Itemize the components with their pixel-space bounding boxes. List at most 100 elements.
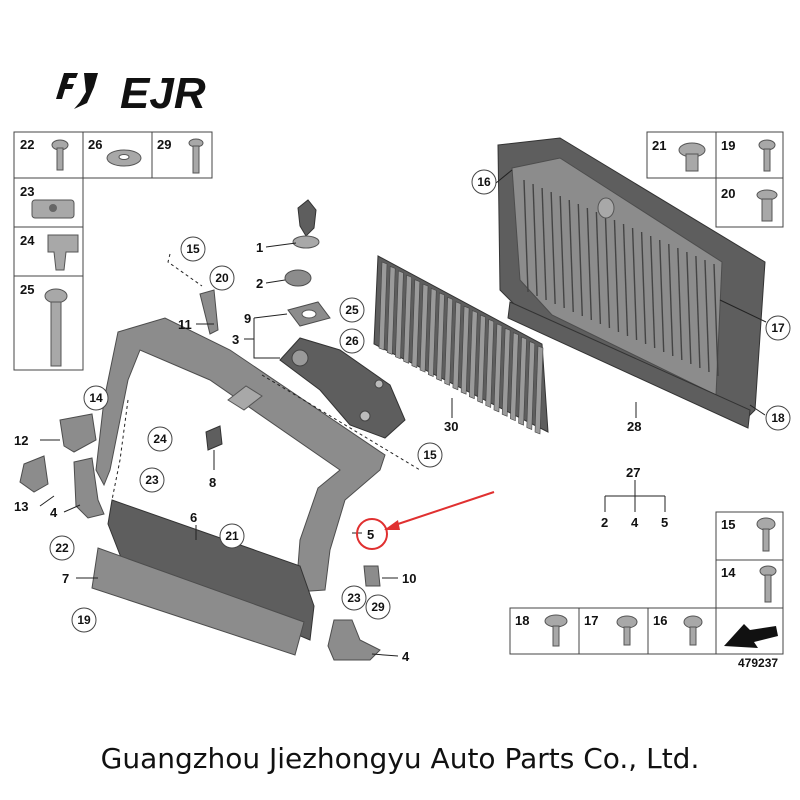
shell-slat [613, 219, 620, 333]
svg-text:14: 14 [89, 391, 103, 405]
fastener-table-left: 22 26 29 23 24 25 [13, 131, 213, 371]
label-8: 8 [209, 475, 216, 490]
grille-vane [485, 319, 495, 408]
svg-text:22: 22 [55, 541, 69, 555]
group-label-27: 27 [626, 465, 640, 480]
grille-vane [460, 305, 470, 395]
grille-vane [493, 323, 503, 413]
circled-label: 23 [139, 467, 165, 493]
label-9: 9 [244, 311, 251, 326]
label-1: 1 [256, 240, 263, 255]
grille-vane [436, 292, 445, 382]
grille-vane [395, 270, 404, 360]
fastener-table-right-top: 21 19 20 [646, 131, 784, 228]
grille-vane [419, 283, 429, 373]
clip-icon [47, 234, 79, 271]
grille-vane [444, 296, 453, 386]
shell-slat [713, 263, 719, 377]
table-label-23: 23 [20, 184, 34, 199]
circled-label: 16 [471, 169, 497, 195]
circled-label: 29 [365, 594, 391, 620]
label-10: 10 [402, 571, 416, 586]
circled-label: 24 [147, 426, 173, 452]
grille-vane [386, 265, 396, 355]
screw-icon [188, 138, 204, 174]
table-label-19: 19 [721, 138, 735, 153]
svg-text:26: 26 [345, 334, 359, 348]
grille-vane [510, 332, 519, 422]
label-4-left: 4 [50, 505, 58, 520]
shell-slat [686, 251, 692, 365]
circled-label: 17 [765, 315, 791, 341]
shell-slat [659, 239, 665, 353]
label-6: 6 [190, 510, 197, 525]
circled-label: 26 [339, 328, 365, 354]
circled-label: 14 [83, 385, 109, 411]
grille-vane [526, 341, 536, 431]
label-5: 5 [367, 527, 374, 542]
trim-piece-4-right-part [327, 619, 381, 661]
company-logo: EJR [56, 69, 206, 118]
shell-slat [577, 203, 583, 317]
direction-arrow-icon [724, 624, 778, 648]
table-label-26: 26 [88, 137, 102, 152]
flange-nut-icon [756, 189, 778, 222]
screw-icon [756, 517, 776, 552]
shell-slat [640, 231, 647, 345]
group-label-4: 4 [631, 515, 639, 530]
plate-base-part [107, 499, 315, 641]
screw-icon [759, 565, 777, 603]
shell-slat [595, 211, 602, 325]
group-label-5: 5 [661, 515, 668, 530]
table-label-20: 20 [721, 186, 735, 201]
group-27-bracket: 27 2 4 5 [601, 465, 668, 530]
circled-label: 23 [341, 585, 367, 611]
table-label-16: 16 [653, 613, 667, 628]
svg-text:23: 23 [347, 591, 361, 605]
group-label-2: 2 [601, 515, 608, 530]
trim-piece-4-left-part [73, 457, 105, 519]
grille-vane [403, 274, 412, 364]
washer-icon [106, 149, 142, 167]
label-30: 30 [444, 419, 458, 434]
svg-text:15: 15 [186, 242, 200, 256]
shell-slat [568, 199, 574, 313]
svg-text:29: 29 [371, 600, 385, 614]
shell-slat [541, 187, 547, 301]
circled-label: 19 [71, 607, 97, 633]
shell-slat [704, 259, 710, 373]
grille-vane [477, 314, 486, 404]
table-label-17: 17 [584, 613, 598, 628]
trim-ring-part [287, 301, 331, 327]
table-label-24: 24 [20, 233, 35, 248]
circled-label: 18 [765, 405, 791, 431]
cover-cap-part [284, 269, 312, 287]
screw-icon [616, 615, 638, 646]
table-label-29: 29 [157, 137, 171, 152]
grille-vane [469, 310, 478, 400]
grille-surround-frame-part [95, 317, 386, 593]
bracket-13-part [19, 455, 49, 493]
label-2: 2 [256, 276, 263, 291]
label-13: 13 [14, 499, 28, 514]
label-7: 7 [62, 571, 69, 586]
support-11-part [199, 289, 219, 335]
shell-slat [677, 247, 683, 361]
mascot-figure-part [292, 199, 320, 249]
grille-vanes-part [373, 255, 549, 435]
table-label-14: 14 [721, 565, 736, 580]
shell-slat [532, 183, 538, 297]
grille-vane [452, 301, 462, 391]
circled-label: 20 [209, 265, 235, 291]
shell-slat [622, 223, 629, 337]
highlight-callout [356, 491, 495, 550]
screw-icon [683, 615, 703, 646]
svg-text:24: 24 [153, 432, 167, 446]
company-name-footer: Guangzhou Jiezhongyu Auto Parts Co., Ltd… [100, 742, 700, 775]
grille-vane [518, 336, 527, 426]
shell-slat [559, 195, 565, 309]
label-12: 12 [14, 433, 28, 448]
shell-slat [523, 179, 529, 293]
circled-label: 15 [417, 442, 443, 468]
